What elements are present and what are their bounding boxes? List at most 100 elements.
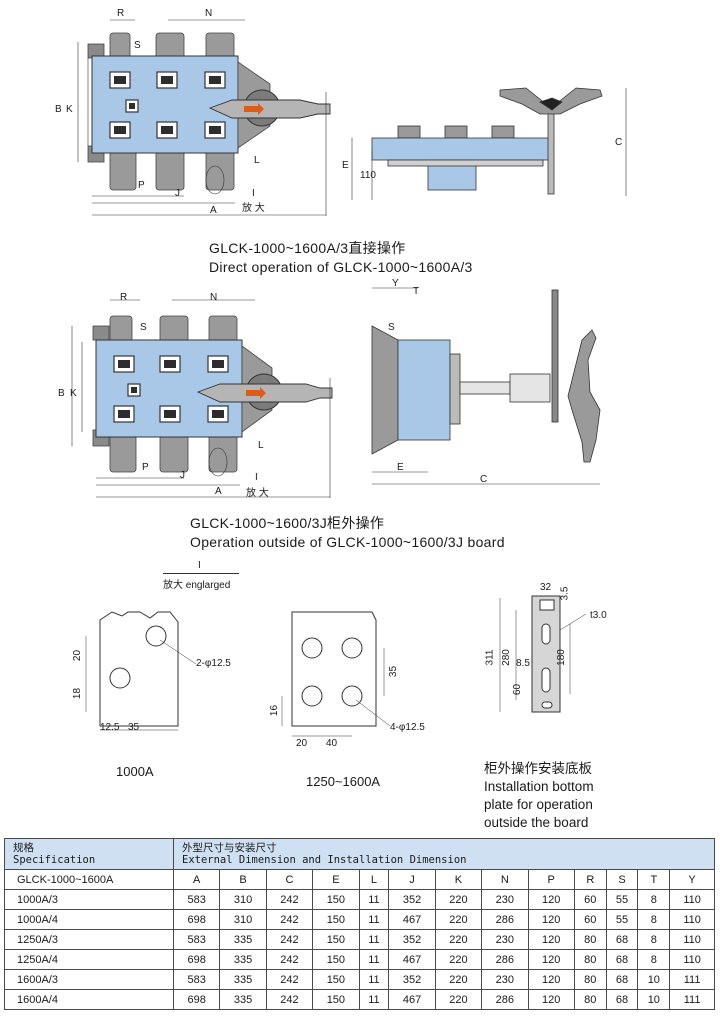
table-cell: 352 [388,929,436,950]
dim-R-1: R [117,8,125,19]
plate-title-en1: Installation bottom [484,779,594,794]
enlarged-divider [163,573,239,574]
plate-t: t3.0 [590,610,607,621]
table-cell: 230 [481,969,529,990]
table-cell: 242 [265,929,314,950]
dim-C-1: C [615,137,623,148]
table-cell: 60 [573,909,607,930]
table-cell: 583 [172,969,221,990]
row-model-name: 1250A/3 [4,929,174,950]
model-cell: GLCK-1000~1600A [4,869,174,890]
table-cell: 230 [481,889,529,910]
table-cell: 230 [481,929,529,950]
table-cell: 110 [669,889,715,910]
table-cell: 68 [605,969,639,990]
dim-L-1: L [254,155,260,166]
col-header: E [312,869,360,890]
diagram2-caption-cn: GLCK-1000~1600/3J柜外操作 [190,515,385,531]
table-cell: 111 [669,969,715,990]
table-cell: 111 [669,989,715,1010]
table-cell: 68 [605,929,639,950]
d1250-40: 40 [326,738,338,749]
table-cell: 10 [637,989,671,1010]
dim-E-2: E [397,462,404,473]
table-cell: 698 [172,949,221,970]
table-cell: 8 [637,929,671,950]
table-cell: 286 [481,989,529,1010]
table-cell: 220 [434,909,483,930]
table-cell: 352 [388,969,436,990]
table-cell: 352 [388,889,436,910]
zoom-label-1: 放 大 [242,203,265,214]
table-cell: 583 [172,929,221,950]
table-cell: 220 [434,969,483,990]
dim-P-2: P [142,462,149,473]
diagram1-caption-en: Direct operation of GLCK-1000~1600A/3 [209,259,473,275]
table-cell: 467 [388,909,436,930]
d1000-20: 20 [72,649,84,662]
dim-S-2: S [140,322,147,333]
table-cell: 242 [265,909,314,930]
dim-P-1: P [138,180,145,191]
table-cell: 60 [573,889,607,910]
table-cell: 68 [605,949,639,970]
dim-B-2: B [58,388,65,399]
table-cell: 220 [434,889,483,910]
table-cell: 11 [358,889,390,910]
table-header-row: 规格 Specification 外型尺寸与安装尺寸 External Dime… [4,838,715,870]
spec-header: 规格 Specification [4,838,174,870]
table-cell: 698 [172,989,221,1010]
d1250-hole: 4-φ12.5 [390,722,425,733]
dim-C-2: C [480,474,488,485]
table-cell: 11 [358,989,390,1010]
table-cell: 583 [172,889,221,910]
dim-S-1: S [134,40,141,51]
col-header: S [605,869,639,890]
diagram2-caption-en: Operation outside of GLCK-1000~1600/3J b… [190,534,505,550]
col-header: P [527,869,575,890]
table-cell: 467 [388,989,436,1010]
dim-N-1: N [205,8,213,19]
row-model-name: 1250A/4 [4,949,174,970]
table-cell: 80 [573,969,607,990]
table-cell: 120 [527,969,575,990]
dim-header: 外型尺寸与安装尺寸 External Dimension and Install… [173,838,715,870]
table-cell: 150 [312,989,360,1010]
table-cell: 11 [358,969,390,990]
plate-311: 311 [484,649,496,666]
table-cell: 10 [637,969,671,990]
dim-N-2: N [210,292,218,303]
dim-E-1: E [342,160,349,171]
table-cell: 242 [265,989,314,1010]
d1000-18: 18 [72,687,84,700]
plate-title-en2: plate for operation [484,797,593,812]
row-model-name: 1600A/4 [4,989,174,1010]
dim-B-1: B [55,104,62,115]
table-cell: 310 [219,909,267,930]
col-header: N [481,869,529,890]
table-cell: 150 [312,889,360,910]
dim-I-2: I [255,472,258,483]
table-cell: 286 [481,949,529,970]
d1000-title: 1000A [116,764,154,779]
table-cell: 286 [481,909,529,930]
plate-title-cn: 柜外操作安装底板 [484,761,592,776]
col-header: A [172,869,221,890]
plate-60: 60 [512,683,524,696]
row-model-name: 1600A/3 [4,969,174,990]
table-cell: 8 [637,889,671,910]
col-header: T [637,869,671,890]
table-cell: 55 [605,889,639,910]
dim-A-2: A [215,486,222,497]
table-cell: 310 [219,889,267,910]
table-cell: 120 [527,989,575,1010]
d1250-title: 1250~1600A [306,774,381,789]
table-cell: 80 [573,929,607,950]
table-cell: 242 [265,969,314,990]
d1250-16: 16 [269,704,281,717]
